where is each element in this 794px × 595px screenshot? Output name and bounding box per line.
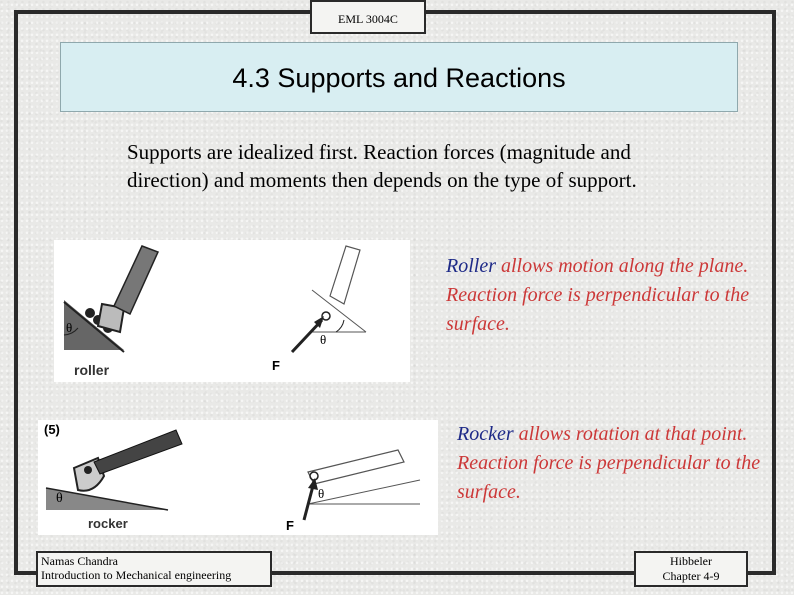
rocker-angle-right: θ (318, 486, 324, 501)
page-reference-box: Hibbeler Chapter 4-9 (634, 551, 748, 587)
inclined-surface-shape (64, 300, 124, 350)
intro-text: Supports are idealized first. Reaction f… (127, 140, 637, 192)
course-code: EML 3004C (310, 0, 426, 34)
rocker-description: Rocker allows rotation at that point. Re… (457, 420, 777, 507)
rocker-force-label: F (286, 518, 294, 533)
slide-title: 4.3 Supports and Reactions (60, 42, 738, 112)
rocker-caption: rocker (88, 516, 128, 531)
roller-description: Roller allows motion along the plane. Re… (446, 252, 766, 339)
roller-angle-right: θ (320, 332, 326, 347)
author-name: Namas Chandra (41, 554, 118, 568)
roller-force-label: F (272, 358, 280, 373)
roller-diagram: θ roller F θ (63, 245, 367, 378)
course-name: Introduction to Mechanical engineering (41, 568, 232, 582)
rocker-diagram: (5) θ rocker F θ (44, 422, 421, 533)
rocker-figure-number: (5) (44, 422, 60, 437)
roller-caption: roller (74, 362, 110, 378)
roller-term: Roller (446, 255, 496, 277)
roller-figure: θ roller F θ (54, 240, 410, 382)
rocker-term: Rocker (457, 423, 514, 445)
roller-description-text: allows motion along the plane. Reaction … (446, 255, 750, 335)
roller-angle-left: θ (66, 320, 72, 335)
author-box: Namas Chandra Introduction to Mechanical… (36, 551, 272, 587)
rocker-figure: (5) θ rocker F θ (38, 420, 438, 535)
rocker-angle-left: θ (56, 491, 63, 506)
reference-book: Hibbeler (670, 554, 712, 568)
reference-chapter: Chapter 4-9 (662, 569, 720, 583)
rocker-description-text: allows rotation at that point. Reaction … (457, 423, 761, 503)
